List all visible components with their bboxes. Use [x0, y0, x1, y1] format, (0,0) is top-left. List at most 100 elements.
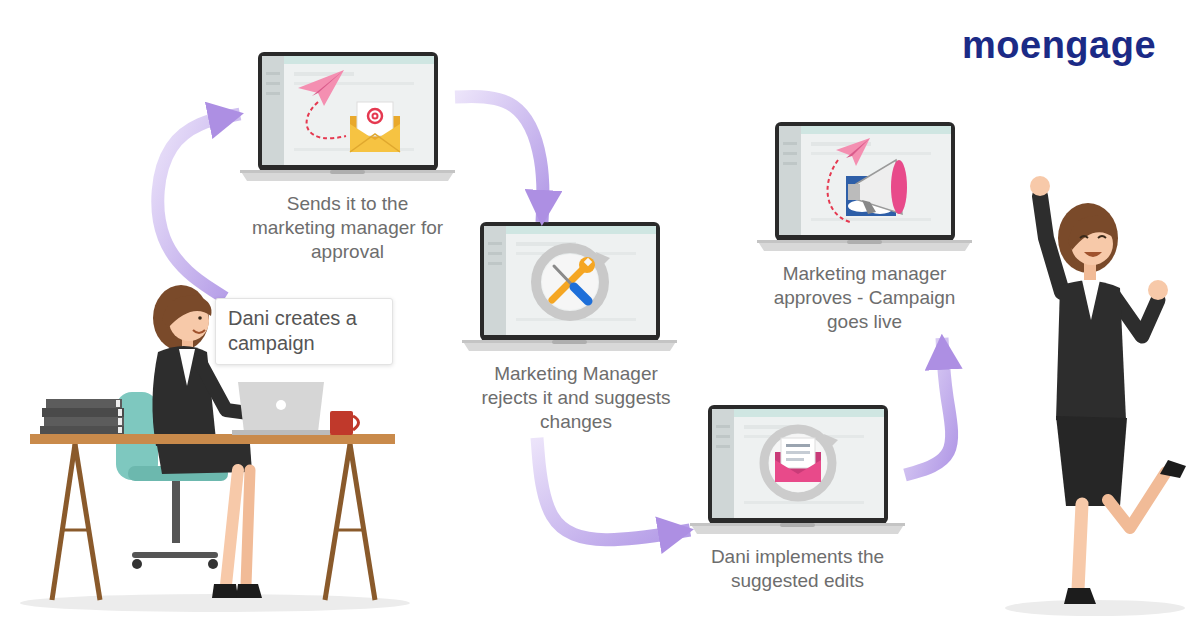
- laptop-illustration: [757, 122, 972, 251]
- tools-icon: [536, 248, 610, 316]
- celebrating-woman: [1058, 203, 1118, 273]
- step-text: Marketing Manager rejects it and suggest…: [467, 362, 685, 434]
- celebrating-woman: [1005, 176, 1186, 616]
- send-icon: [298, 70, 344, 106]
- seated-woman: [40, 426, 124, 434]
- seated-woman: [153, 285, 209, 351]
- step-card: Dani implements the suggested edits: [690, 405, 905, 597]
- send-icon: [357, 102, 393, 136]
- celebrating-woman: [1160, 460, 1186, 478]
- step-card: Marketing manager approves - Campaign go…: [757, 122, 972, 338]
- edit-icon: [764, 429, 832, 497]
- edit-icon: [769, 434, 827, 492]
- celebrating-woman: [1078, 504, 1082, 590]
- tools-icon: [579, 257, 595, 273]
- brand-logo: moengage: [962, 26, 1156, 64]
- seated-woman: [232, 430, 330, 435]
- seated-woman: [238, 382, 324, 432]
- seated-woman: [276, 400, 286, 410]
- edit-icon: [786, 458, 804, 461]
- laptop-illustration: [240, 52, 972, 534]
- laptop-illustration: [690, 405, 905, 534]
- seated-woman: [30, 434, 395, 444]
- step-text: Marketing manager approves - Campaign go…: [762, 262, 967, 334]
- launch-icon: [846, 138, 870, 158]
- step-text: Sends it to the marketing manager for ap…: [245, 192, 450, 264]
- seated-woman: [118, 418, 122, 425]
- laptop-illustration: [240, 52, 455, 181]
- celebrating-woman: [1080, 236, 1088, 238]
- seated-woman: [42, 408, 124, 417]
- celebrating-woman: [1108, 472, 1166, 528]
- step-text: Dani creates a campaign: [228, 306, 380, 356]
- celebrating-woman: [1056, 416, 1127, 506]
- send-icon: [307, 102, 346, 138]
- step-text: Dani implements the suggested edits: [695, 545, 900, 593]
- edit-icon: [781, 438, 815, 468]
- seated-woman: [132, 559, 142, 569]
- seated-woman: [118, 409, 122, 416]
- seated-woman: [44, 417, 124, 426]
- tools-icon: [536, 248, 604, 316]
- flow-arrow: [905, 338, 952, 475]
- seated-woman: [208, 559, 218, 569]
- seated-woman: [337, 529, 363, 532]
- seated-woman: [198, 316, 202, 320]
- launch-icon: [836, 138, 870, 166]
- seated-woman: [179, 349, 195, 386]
- seated-woman: [246, 470, 250, 585]
- seated-woman: [193, 330, 205, 333]
- flow-arrow: [537, 438, 690, 540]
- launch-icon: [828, 138, 907, 222]
- send-icon: [350, 124, 400, 152]
- laptop-illustration: [462, 222, 677, 351]
- celebrating-woman: [1068, 216, 1114, 250]
- celebrating-woman: [1056, 280, 1126, 425]
- step-card: Marketing Manager rejects it and suggest…: [462, 222, 690, 438]
- launch-icon: [848, 184, 860, 200]
- edit-icon: [824, 434, 838, 450]
- edit-icon: [786, 444, 810, 447]
- seated-woman: [75, 444, 100, 600]
- seated-woman: [52, 444, 75, 600]
- celebrating-woman: [1030, 176, 1050, 196]
- celebrating-woman: [1098, 236, 1106, 238]
- seated-woman: [350, 444, 375, 600]
- tools-icon: [574, 287, 588, 301]
- seated-woman: [236, 584, 262, 598]
- celebrating-woman: [1148, 280, 1168, 300]
- send-icon: [350, 134, 400, 152]
- seated-woman: [353, 416, 359, 430]
- flow-arrow: [158, 114, 240, 298]
- tools-icon: [542, 254, 598, 310]
- tools-icon: [584, 258, 592, 266]
- edit-icon: [775, 460, 821, 482]
- seated-woman: [62, 529, 90, 532]
- celebrating-woman: [1040, 196, 1062, 292]
- tools-icon: [596, 252, 610, 268]
- seated-woman: [172, 481, 180, 543]
- seated-woman: [20, 285, 410, 612]
- seated-woman: [330, 411, 353, 435]
- flow-arrow: [455, 97, 543, 222]
- callout-box: Dani creates a campaign: [215, 298, 393, 365]
- launch-icon: [891, 160, 907, 214]
- celebrating-woman: [1084, 252, 1102, 257]
- seated-woman: [46, 399, 122, 408]
- edit-icon: [764, 429, 838, 497]
- seated-woman: [226, 470, 238, 585]
- seated-woman: [212, 584, 238, 598]
- send-icon: [368, 109, 382, 123]
- seated-woman: [118, 427, 122, 433]
- launch-icon: [862, 200, 876, 214]
- send-icon: [373, 114, 378, 119]
- seated-woman: [116, 400, 120, 407]
- celebrating-woman: [1064, 588, 1096, 604]
- send-icon: [312, 70, 344, 96]
- send-icon: [298, 70, 400, 152]
- edit-icon: [786, 451, 810, 454]
- step-card: Sends it to the marketing manager for ap…: [240, 52, 455, 268]
- celebrating-woman: [1082, 280, 1100, 320]
